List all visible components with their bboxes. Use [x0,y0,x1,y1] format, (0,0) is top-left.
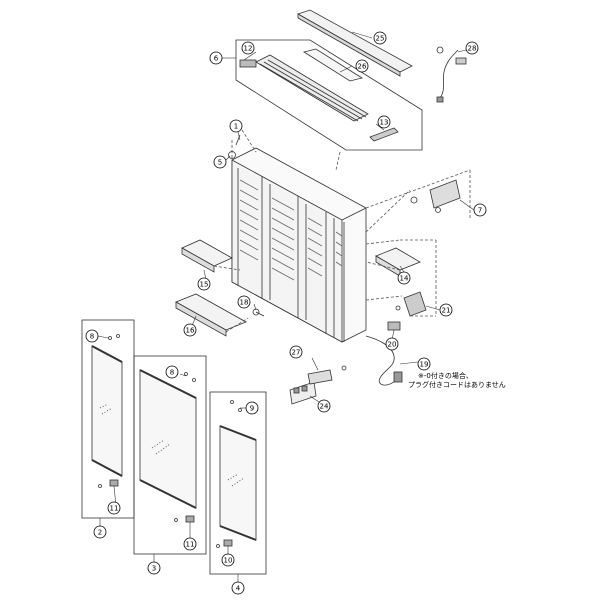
top-cover-25 [297,9,413,77]
callout-15: 15 [197,277,211,291]
part-20 [387,321,401,331]
callout-8a-label: 8 [90,333,94,341]
callout-10-label: 10 [224,557,233,565]
callout-9: 9 [245,401,259,415]
washer-5 [228,134,241,159]
callout-11b: 11 [183,537,197,551]
callout-5: 5 [213,155,227,169]
callout-12: 12 [241,41,255,55]
callout-21: 21 [439,303,453,317]
callouts: 6 12 25 26 13 28 1 5 7 14 15 16 18 21 20… [85,31,487,595]
callout-25-label: 25 [376,35,385,43]
cord-28 [436,46,467,103]
callout-26-label: 26 [358,63,367,71]
callout-10: 10 [221,553,235,567]
cabinet-body [231,147,367,343]
switch-box-21 [395,291,427,317]
note-line-2: プラグ付きコードはありません [408,380,506,389]
callout-19: 19 [417,357,431,371]
door-panel-2 [91,334,123,488]
callout-20: 20 [385,337,399,351]
callout-19-label: 19 [420,361,429,369]
callout-6: 6 [209,51,223,65]
tray-14 [375,247,421,277]
callout-12-label: 12 [244,45,253,53]
callout-13: 13 [377,115,391,129]
callout-8a: 8 [85,329,99,343]
callout-27: 27 [289,345,303,359]
callout-1-label: 1 [234,123,238,131]
callout-3: 3 [147,561,161,575]
callout-13-label: 13 [380,119,389,127]
bracket-27 [307,365,347,385]
hinge-bracket-7 [410,179,461,213]
note: ※-0付きの場合、 プラグ付きコードはありません [408,371,506,389]
callout-14: 14 [397,271,411,285]
power-cord-19 [365,335,403,386]
note-line-1: ※-0付きの場合、 [418,371,473,380]
callout-16: 16 [183,323,197,337]
callout-20-label: 20 [388,341,397,349]
callout-24-label: 24 [320,403,329,411]
callout-5-label: 5 [218,159,222,167]
callout-28: 28 [465,41,479,55]
callout-18: 18 [237,295,251,309]
callout-24: 24 [317,399,331,413]
tray-16 [175,293,247,337]
bracket-13 [369,127,399,142]
callout-7: 7 [473,203,487,217]
callout-3-label: 3 [152,565,156,573]
group-6-box [235,39,423,151]
shelf-pins [239,179,343,281]
callout-16-label: 16 [186,327,195,335]
door-panel-4 [216,400,257,548]
callout-18-label: 18 [240,299,249,307]
tray-15 [181,239,233,273]
callout-11a: 11 [107,501,121,515]
callout-14-label: 14 [400,275,409,283]
callout-2-label: 2 [98,529,102,537]
callout-4-label: 4 [236,585,241,593]
callout-25: 25 [373,31,387,45]
callout-8b-label: 8 [170,369,174,377]
dashed-leaders [213,129,471,333]
door-panel-3 [139,369,197,523]
callout-15-label: 15 [200,281,209,289]
bracket-12 [239,59,257,68]
callout-2: 2 [93,525,107,539]
callout-9-label: 9 [250,405,254,413]
light-fixture-26 [255,48,369,122]
callout-11a-label: 11 [110,505,119,513]
callout-8b: 8 [165,365,179,379]
callout-26: 26 [355,59,369,73]
callout-27-label: 27 [292,349,301,357]
callout-6-label: 6 [214,55,219,63]
callout-28-label: 28 [468,45,477,53]
callout-4: 4 [231,581,245,595]
callout-11b-label: 11 [186,541,195,549]
callout-7-label: 7 [478,207,482,215]
door-panel-3-frame [133,355,207,555]
callout-21-label: 21 [442,307,451,315]
callout-1: 1 [229,119,243,133]
screw-18 [252,308,265,317]
plate-24 [289,381,317,405]
